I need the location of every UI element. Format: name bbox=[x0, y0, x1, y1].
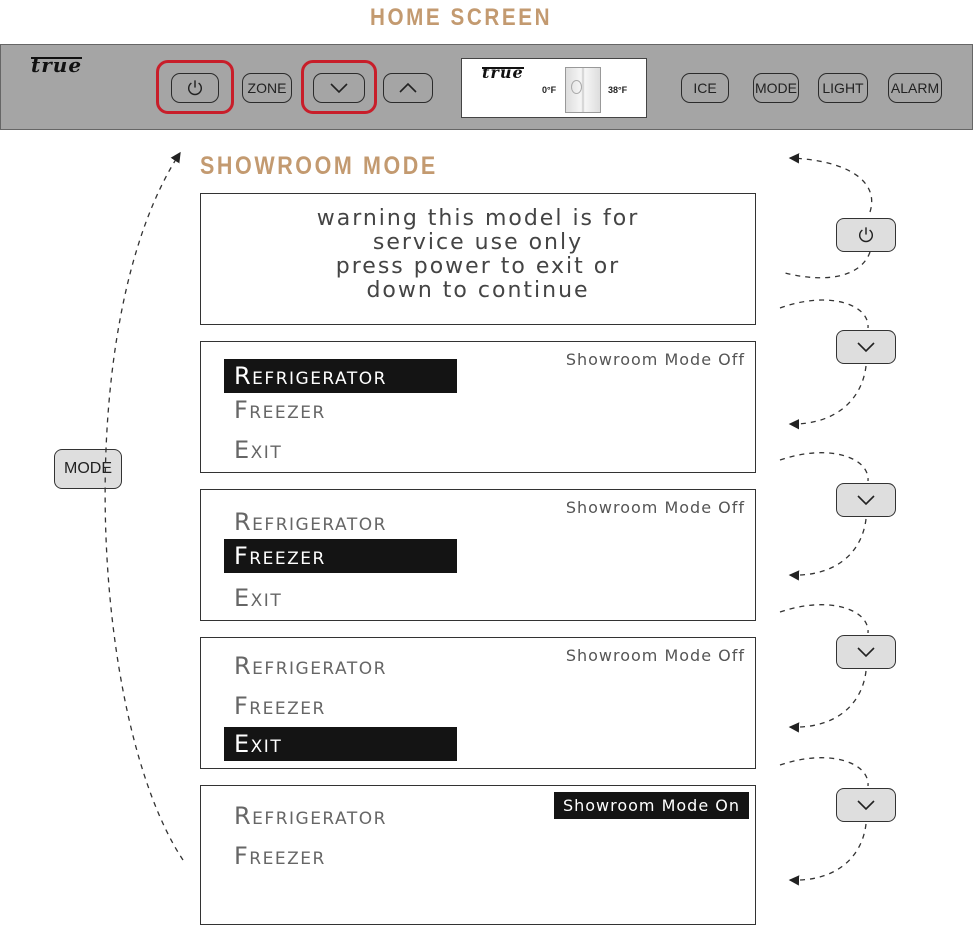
menu-item-refrigerator[interactable]: Refrigerator bbox=[234, 652, 387, 680]
chevron-down-icon bbox=[857, 647, 875, 658]
menu-item-freezer[interactable]: Freezer bbox=[224, 539, 457, 573]
menu-screen-refrigerator-selected: Refrigerator Freezer Exit Showroom Mode … bbox=[200, 341, 756, 473]
menu-item-exit[interactable]: Exit bbox=[224, 727, 457, 761]
chevron-up-icon bbox=[399, 82, 417, 93]
refrigerator-icon bbox=[565, 67, 601, 113]
chevron-down-icon bbox=[857, 495, 875, 506]
freezer-temperature: 0°F bbox=[542, 85, 557, 95]
down-button-step[interactable] bbox=[836, 635, 896, 669]
power-button[interactable] bbox=[171, 73, 219, 103]
power-exit-arrow bbox=[788, 153, 873, 213]
down-arrow-in bbox=[779, 299, 869, 329]
power-icon bbox=[187, 80, 203, 96]
mode-button-panel[interactable]: MODE bbox=[753, 73, 799, 103]
menu-item-exit[interactable]: Exit bbox=[234, 436, 283, 464]
down-button-highlight bbox=[301, 60, 377, 114]
warning-line: press power to exit or bbox=[335, 254, 621, 279]
warning-line: down to continue bbox=[366, 278, 590, 303]
down-arrow-in bbox=[779, 757, 869, 787]
menu-screen-showroom-on: Refrigerator Freezer Showroom Mode On bbox=[200, 785, 756, 925]
showroom-status: Showroom Mode Off bbox=[565, 646, 745, 665]
down-button-step[interactable] bbox=[836, 483, 896, 517]
up-button[interactable] bbox=[383, 73, 433, 103]
menu-item-freezer[interactable]: Freezer bbox=[234, 692, 326, 720]
refrigerator-temperature: 38°F bbox=[608, 85, 628, 95]
menu-item-freezer[interactable]: Freezer bbox=[234, 396, 326, 424]
light-button[interactable]: LIGHT bbox=[818, 73, 868, 103]
showroom-status: Showroom Mode Off bbox=[565, 498, 745, 517]
down-button-step[interactable] bbox=[836, 788, 896, 822]
control-panel: true ZONE true 0°F 38°F ICE MODE LIGHT A… bbox=[0, 44, 973, 130]
power-button-step[interactable] bbox=[836, 218, 896, 252]
down-arrow-out bbox=[788, 365, 867, 430]
zone-button[interactable]: ZONE bbox=[242, 73, 292, 103]
power-icon bbox=[858, 227, 874, 243]
mode-button[interactable]: MODE bbox=[54, 449, 122, 489]
warning-line: warning this model is for bbox=[316, 206, 640, 231]
home-screen-heading: HOME SCREEN bbox=[370, 4, 553, 31]
down-arrow-in bbox=[779, 452, 869, 482]
menu-screen-freezer-selected: Refrigerator Freezer Exit Showroom Mode … bbox=[200, 489, 756, 621]
warning-line: service use only bbox=[372, 230, 584, 255]
menu-item-refrigerator[interactable]: Refrigerator bbox=[234, 802, 387, 830]
down-arrow-out bbox=[788, 823, 867, 886]
down-arrow-out bbox=[788, 518, 867, 581]
showroom-mode-heading: SHOWROOM MODE bbox=[200, 152, 438, 180]
down-arrow-out bbox=[788, 670, 867, 733]
power-button-highlight bbox=[156, 60, 234, 114]
mode-return-arrow bbox=[104, 151, 184, 861]
menu-item-refrigerator[interactable]: Refrigerator bbox=[234, 508, 387, 536]
chevron-down-icon bbox=[857, 342, 875, 353]
power-arrow-tail bbox=[780, 251, 871, 279]
alarm-button[interactable]: ALARM bbox=[888, 73, 942, 103]
chevron-down-icon bbox=[857, 800, 875, 811]
menu-item-refrigerator[interactable]: Refrigerator bbox=[224, 359, 457, 393]
true-logo-small: true bbox=[482, 63, 524, 82]
home-display-preview: true 0°F 38°F bbox=[461, 58, 647, 118]
showroom-status: Showroom Mode On bbox=[553, 792, 749, 819]
down-button[interactable] bbox=[313, 73, 365, 103]
warning-screen: warning this model is for service use on… bbox=[200, 193, 756, 325]
down-arrow-in bbox=[779, 604, 869, 634]
showroom-status: Showroom Mode Off bbox=[565, 350, 745, 369]
ice-button[interactable]: ICE bbox=[681, 73, 729, 103]
menu-item-freezer[interactable]: Freezer bbox=[234, 842, 326, 870]
down-button-step[interactable] bbox=[836, 330, 896, 364]
menu-item-exit[interactable]: Exit bbox=[234, 584, 283, 612]
chevron-down-icon bbox=[330, 83, 348, 94]
menu-screen-exit-selected: Refrigerator Freezer Exit Showroom Mode … bbox=[200, 637, 756, 769]
true-logo: true bbox=[31, 53, 83, 77]
